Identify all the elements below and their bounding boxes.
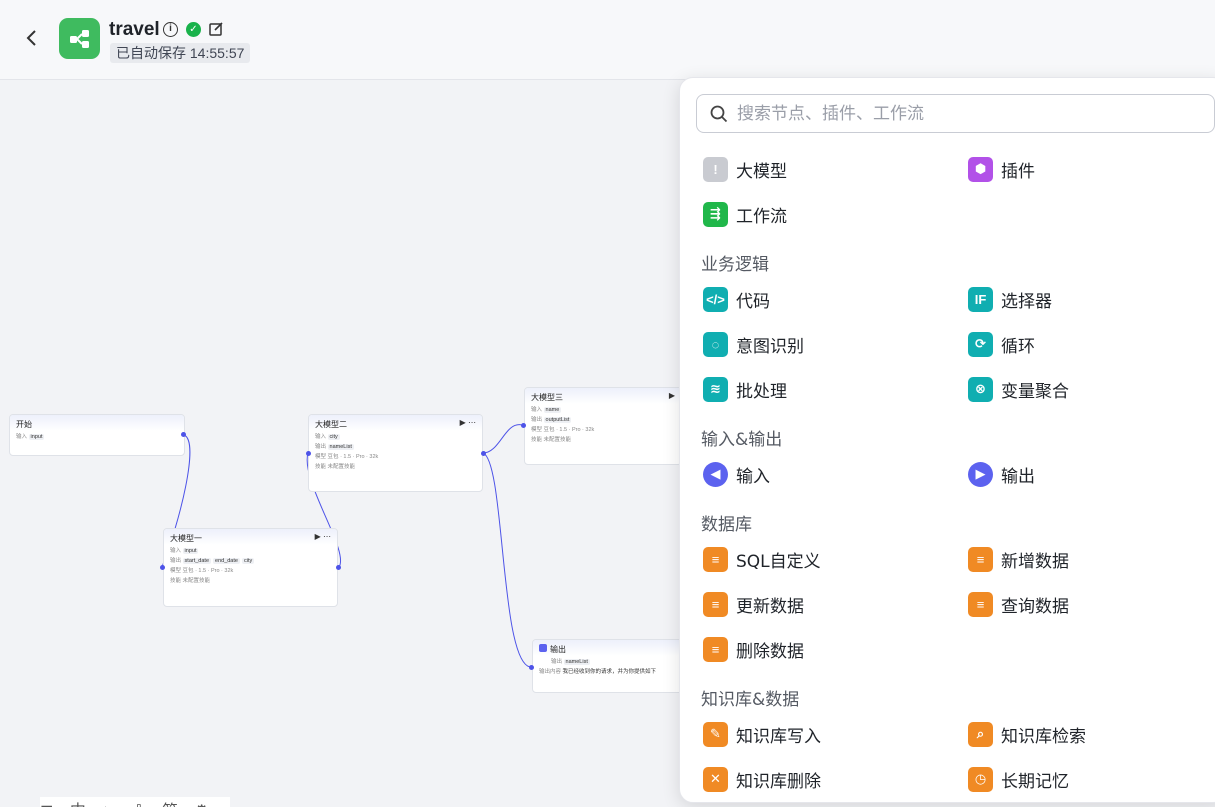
model-icon: ! [703,156,728,182]
node-item-code[interactable]: </> 代码 [703,285,770,313]
node-item-selector[interactable]: IF 选择器 [968,285,1052,313]
plugin-icon: ⬢ [968,156,993,182]
node-run-icon[interactable]: ▶ [668,391,675,400]
node-item-loop[interactable]: ⟳ 循环 [968,330,1035,358]
node-item-knowledge-write[interactable]: ✎ 知识库写入 [703,720,821,748]
node-item-output[interactable]: ▶ 输出 [968,460,1035,488]
back-button[interactable] [24,28,44,50]
canvas-toolbar[interactable]: ⊞ 中 ↘ ⇩ 简 ⚙ ♀ [40,797,230,807]
node-port[interactable] [521,423,526,428]
node-item-input[interactable]: ◀ 输入 [703,460,770,488]
search-icon [710,105,728,123]
node-item-variable-merge[interactable]: ⊗ 变量聚合 [968,375,1069,403]
output-icon [539,644,547,652]
batch-icon: ≋ [703,376,728,402]
database-delete-icon: ≡ [703,636,728,662]
node-item-update-data[interactable]: ≡ 更新数据 [703,590,804,618]
edge-llm2-llm3 [482,424,523,454]
edge-llm2-output [482,452,531,668]
node-item-workflow[interactable]: ⇶ 工作流 [703,200,787,228]
database-add-icon: ≡ [968,546,993,572]
edit-icon[interactable] [208,21,224,37]
section-database: 数据库 [701,515,752,535]
page-title: travel [109,19,160,40]
top-header: travel i ✓ 已自动保存 14:55:57 [0,0,1215,80]
output-icon: ▶ [968,461,993,487]
node-item-intent[interactable]: ◌ 意图识别 [703,330,804,358]
node-port[interactable] [160,565,165,570]
edge-llm1-llm2 [306,452,342,568]
code-icon: </> [703,286,728,312]
node-port[interactable] [529,665,534,670]
node-item-knowledge-delete[interactable]: ✕ 知识库删除 [703,765,821,793]
workflow-icon: ⇶ [703,201,728,227]
search-box[interactable] [696,94,1215,133]
node-llm-3[interactable]: 大模型三▶ 输入 name 输出 outputList 模型 豆包 · 1.5 … [524,387,682,465]
node-port[interactable] [481,451,486,456]
node-run-more-icons[interactable]: ▶ ⋯ [459,418,476,427]
node-item-long-term-memory[interactable]: ◷ 长期记忆 [968,765,1069,793]
database-update-icon: ≡ [703,591,728,617]
node-start[interactable]: 开始 输入 input [9,414,185,456]
long-term-memory-icon: ◷ [968,766,993,792]
section-knowledge: 知识库&数据 [701,690,800,710]
chevron-left-icon [26,30,36,46]
database-query-icon: ≡ [968,591,993,617]
autosave-status: 已自动保存 14:55:57 [110,43,251,63]
node-item-add-data[interactable]: ≡ 新增数据 [968,545,1069,573]
section-input-output: 输入&输出 [701,430,783,450]
if-icon: IF [968,286,993,312]
node-port[interactable] [181,432,186,437]
node-item-knowledge-search[interactable]: ⌕ 知识库检索 [968,720,1086,748]
node-port[interactable] [336,565,341,570]
node-item-query-data[interactable]: ≡ 查询数据 [968,590,1069,618]
node-title: 大模型三 [531,393,563,402]
node-item-sql[interactable]: ≡ SQL自定义 [703,545,821,573]
node-item-delete-data[interactable]: ≡ 删除数据 [703,635,804,663]
node-item-batch[interactable]: ≋ 批处理 [703,375,787,403]
knowledge-delete-icon: ✕ [703,766,728,792]
add-node-panel: ! 大模型 ⬢ 插件 ⇶ 工作流 业务逻辑 </> 代码 IF 选择器 ◌ 意图… [679,77,1215,803]
knowledge-write-icon: ✎ [703,721,728,747]
loop-icon: ⟳ [968,331,993,357]
database-icon: ≡ [703,546,728,572]
node-row-input: 输入 input [16,434,45,440]
info-icon[interactable]: i [163,22,178,37]
search-input[interactable] [737,103,1197,125]
node-item-plugin[interactable]: ⬢ 插件 [968,155,1035,183]
node-title: 大模型一 [170,534,202,543]
node-item-llm[interactable]: ! 大模型 [703,155,787,183]
variable-merge-icon: ⊗ [968,376,993,402]
node-llm-2[interactable]: 大模型二▶ ⋯ 输入 city 输出 nameList 模型 豆包 · 1.5 … [308,414,483,492]
input-icon: ◀ [703,461,728,487]
node-title: 开始 [16,420,32,429]
intent-icon: ◌ [703,331,728,357]
published-check-icon: ✓ [186,22,201,37]
node-output[interactable]: 输出 输出 nameList 输出内容 我已经收到你的请求，并为你提供如下 [532,639,684,693]
section-business-logic: 业务逻辑 [701,255,769,275]
node-title: 输出 [550,645,566,654]
workflow-app-icon [59,18,100,59]
node-port[interactable] [306,451,311,456]
knowledge-search-icon: ⌕ [968,721,993,747]
node-run-more-icons[interactable]: ▶ ⋯ [314,532,331,541]
node-title: 大模型二 [315,420,347,429]
